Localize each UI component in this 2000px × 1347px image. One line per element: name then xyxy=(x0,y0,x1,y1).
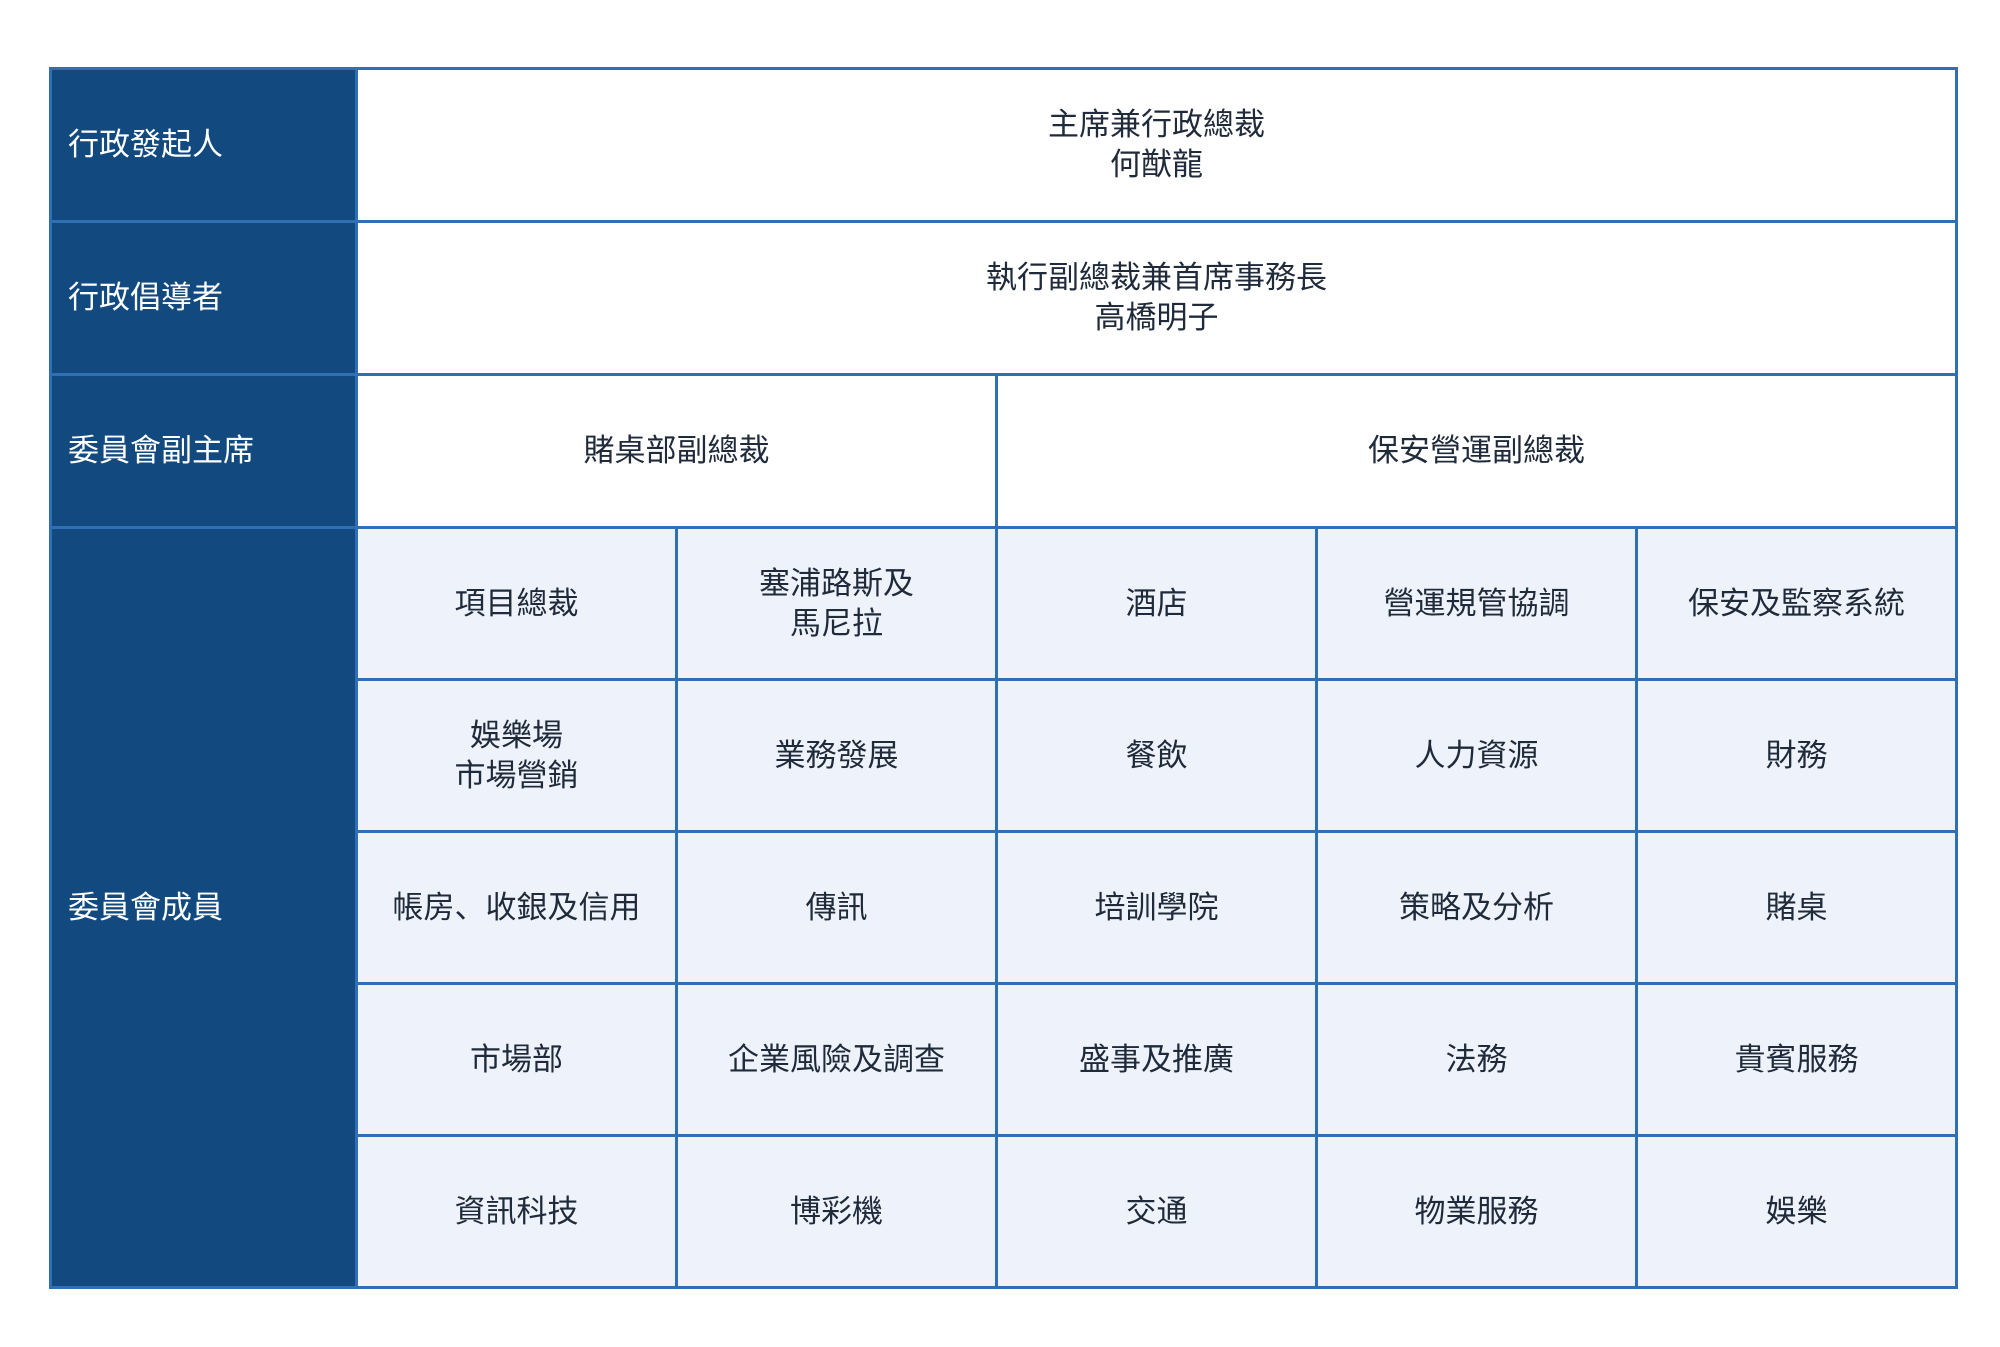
role-label-champion: 行政倡導者 xyxy=(49,220,358,376)
member-cell: 資訊科技 xyxy=(355,1134,678,1289)
member-label: 項目總裁 xyxy=(454,585,579,622)
member-cell: 物業服務 xyxy=(1315,1134,1638,1289)
member-label: 賭桌 xyxy=(1765,889,1828,926)
member-cell: 保安及監察系統 xyxy=(1634,526,1959,681)
member-cell: 餐飲 xyxy=(995,678,1318,833)
member-label: 人力資源 xyxy=(1414,737,1539,774)
member-label: 法務 xyxy=(1445,1041,1508,1078)
member-cell: 策略及分析 xyxy=(1315,830,1638,985)
member-label: 營運規管協調 xyxy=(1383,585,1570,622)
member-label: 貴賓服務 xyxy=(1734,1041,1859,1078)
member-cell: 交通 xyxy=(995,1134,1318,1289)
org-chart-table: 行政發起人 主席兼行政總裁 何猷龍 行政倡導者 執行副總裁兼首席事務長 高橋明子… xyxy=(49,67,1959,1289)
members-row: 資訊科技 博彩機 交通 物業服務 娛樂 xyxy=(51,1134,1959,1289)
role-label-members: 委員會成員 xyxy=(49,526,358,1289)
sponsor-row: 行政發起人 主席兼行政總裁 何猷龍 xyxy=(49,67,1959,223)
member-label: 保安及監察系統 xyxy=(1688,585,1906,622)
vice-chairs-row: 委員會副主席 賭桌部副總裁 保安營運副總裁 xyxy=(49,373,1959,529)
members-row: 市場部 企業風險及調查 盛事及推廣 法務 貴賓服務 xyxy=(51,982,1959,1137)
role-label-sponsor: 行政發起人 xyxy=(49,67,358,223)
member-cell: 娛樂 xyxy=(1634,1134,1959,1289)
sponsor-cell: 主席兼行政總裁 何猷龍 xyxy=(354,67,1959,223)
member-cell: 塞浦路斯及馬尼拉 xyxy=(675,526,998,681)
member-cell: 博彩機 xyxy=(675,1134,998,1289)
member-label: 策略及分析 xyxy=(1399,889,1554,926)
member-cell: 營運規管協調 xyxy=(1315,526,1638,681)
member-cell: 賭桌 xyxy=(1634,830,1959,985)
member-label: 塞浦路斯及 xyxy=(759,565,914,602)
member-label: 物業服務 xyxy=(1414,1193,1539,1230)
member-label: 企業風險及調查 xyxy=(728,1041,945,1078)
champion-name: 高橋明子 xyxy=(1094,300,1219,336)
member-cell: 傳訊 xyxy=(675,830,998,985)
champion-row: 行政倡導者 執行副總裁兼首席事務長 高橋明子 xyxy=(49,220,1959,376)
member-cell: 培訓學院 xyxy=(995,830,1318,985)
members-row: 帳房、收銀及信用 傳訊 培訓學院 策略及分析 賭桌 xyxy=(51,830,1959,985)
member-cell: 企業風險及調查 xyxy=(675,982,998,1137)
member-cell: 人力資源 xyxy=(1315,678,1638,833)
member-cell: 市場部 xyxy=(355,982,678,1137)
member-label: 市場營銷 xyxy=(454,757,579,794)
member-label: 傳訊 xyxy=(805,889,868,926)
member-cell: 酒店 xyxy=(995,526,1318,681)
member-label: 財務 xyxy=(1765,737,1828,774)
champion-title: 執行副總裁兼首席事務長 xyxy=(986,260,1328,296)
member-cell: 項目總裁 xyxy=(355,526,678,681)
member-label: 盛事及推廣 xyxy=(1079,1041,1234,1078)
member-label: 酒店 xyxy=(1125,585,1188,622)
member-cell: 法務 xyxy=(1315,982,1638,1137)
champion-cell: 執行副總裁兼首席事務長 高橋明子 xyxy=(354,220,1959,376)
member-cell: 業務發展 xyxy=(675,678,998,833)
member-label: 業務發展 xyxy=(774,737,899,774)
member-label: 交通 xyxy=(1125,1193,1188,1230)
member-label: 娛樂 xyxy=(1765,1193,1828,1230)
members-row: 娛樂場市場營銷 業務發展 餐飲 人力資源 財務 xyxy=(51,678,1959,833)
member-cell: 盛事及推廣 xyxy=(995,982,1318,1137)
member-cell: 貴賓服務 xyxy=(1634,982,1959,1137)
member-label: 博彩機 xyxy=(790,1193,883,1230)
member-label: 培訓學院 xyxy=(1094,889,1219,926)
sponsor-name: 何猷龍 xyxy=(1110,147,1204,183)
vice-chair-cell: 賭桌部副總裁 xyxy=(355,373,998,529)
vice-chair-cell: 保安營運副總裁 xyxy=(994,373,1959,529)
member-label: 餐飲 xyxy=(1125,737,1188,774)
member-label: 娛樂場 xyxy=(470,717,563,754)
role-label-vice-chairs: 委員會副主席 xyxy=(49,373,358,529)
members-row: 委員會成員 項目總裁 塞浦路斯及馬尼拉 酒店 營運規管協調 保安及監察系統 xyxy=(49,526,1959,1289)
member-label: 市場部 xyxy=(470,1041,563,1078)
sponsor-title: 主席兼行政總裁 xyxy=(1048,107,1266,143)
member-label: 帳房、收銀及信用 xyxy=(392,889,641,926)
member-label: 馬尼拉 xyxy=(790,605,883,642)
member-cell: 娛樂場市場營銷 xyxy=(355,678,678,833)
member-cell: 財務 xyxy=(1634,678,1959,833)
member-cell: 帳房、收銀及信用 xyxy=(355,830,678,985)
member-label: 資訊科技 xyxy=(454,1193,579,1230)
